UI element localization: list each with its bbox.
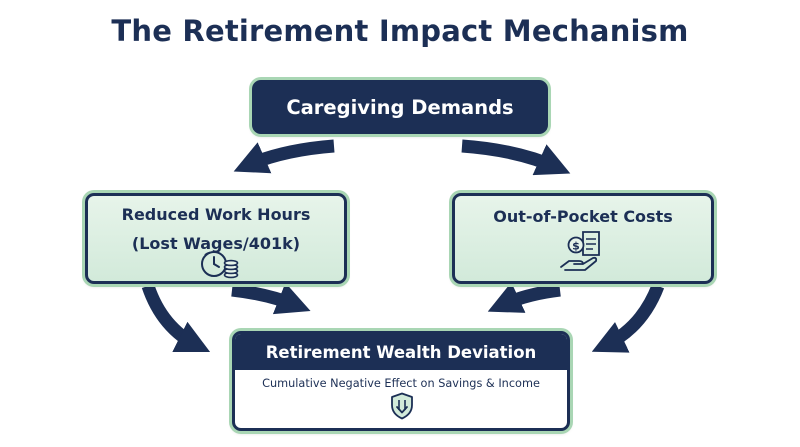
- out-of-pocket-costs-label: Out-of-Pocket Costs: [493, 207, 673, 226]
- retirement-wealth-deviation-node: Retirement Wealth Deviation Cumulative N…: [232, 331, 570, 431]
- diagram-title: The Retirement Impact Mechanism: [111, 14, 689, 48]
- hand-dollar-receipt-icon: $: [559, 229, 605, 277]
- shield-down-arrow-icon: [390, 392, 414, 424]
- caregiving-demands-node: Caregiving Demands: [252, 80, 548, 134]
- arrow-caregiving-to-reduced: [233, 139, 335, 174]
- reduced-work-hours-node: Reduced Work Hours (Lost Wages/401k): [85, 193, 347, 284]
- deviation-header: Retirement Wealth Deviation: [235, 334, 567, 370]
- arrow-caregiving-to-costs: [461, 139, 571, 176]
- retirement-wealth-deviation-label: Retirement Wealth Deviation: [265, 342, 537, 362]
- arrow-left-outer-to-deviation: [141, 283, 211, 353]
- arrow-right-outer-to-deviation: [591, 283, 665, 353]
- lost-wages-label: (Lost Wages/401k): [131, 234, 301, 253]
- reduced-work-hours-label: Reduced Work Hours: [121, 205, 311, 224]
- caregiving-demands-label: Caregiving Demands: [286, 95, 514, 119]
- out-of-pocket-costs-node: Out-of-Pocket Costs $: [452, 193, 714, 284]
- svg-text:$: $: [572, 240, 580, 253]
- clock-coins-icon: [200, 248, 240, 284]
- arrow-reduced-to-deviation: [231, 282, 311, 315]
- arrow-costs-to-deviation: [487, 282, 561, 313]
- cumulative-effect-label: Cumulative Negative Effect on Savings & …: [262, 377, 540, 390]
